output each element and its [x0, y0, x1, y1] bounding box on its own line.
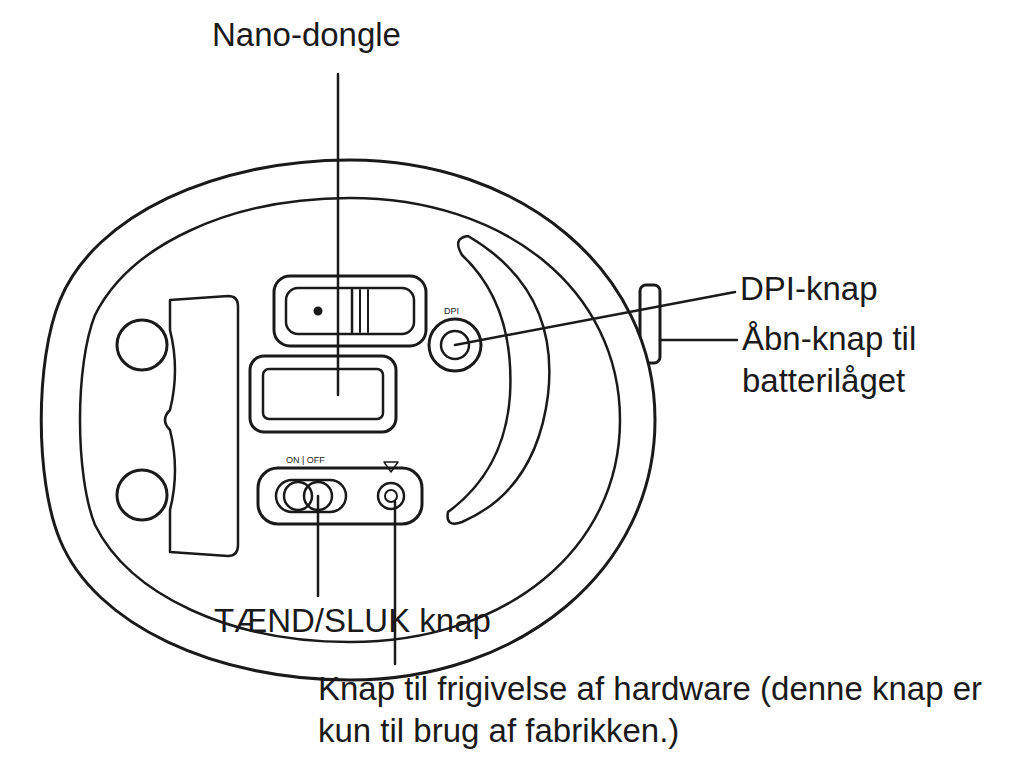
slot-ridge: [359, 290, 361, 332]
slot-ridge: [367, 290, 369, 332]
release-button: [378, 483, 404, 509]
leader-line: [337, 74, 340, 395]
dongle-bay: [250, 356, 396, 432]
release-icon: [384, 462, 398, 472]
thumb-band: [448, 236, 550, 524]
part-label: Knap til frigivelse af hardware (denne k…: [318, 668, 998, 752]
leader-line: [455, 292, 735, 345]
part-label: Åbn-knap til batterilåget: [742, 318, 997, 402]
power-switch-track: [276, 480, 346, 512]
switch-panel: [258, 468, 422, 524]
printed-mark: ON | OFF: [286, 455, 325, 465]
leader-line: [660, 339, 737, 342]
part-label: DPI-knap: [740, 268, 990, 310]
mouse-rim: [80, 198, 620, 642]
release-button-cap: [385, 490, 397, 502]
nano-dongle: [263, 369, 383, 419]
storage-slot-inner: [286, 288, 414, 334]
mouse-body: [41, 160, 655, 680]
mouse-foot: [117, 320, 167, 370]
printed-mark: DPI: [444, 306, 459, 316]
part-label: TÆND/SLUK knap: [214, 600, 514, 642]
glide-pad: [165, 296, 238, 556]
leader-line: [317, 496, 320, 596]
slot-ridge: [351, 290, 354, 332]
slot-dot: [315, 308, 321, 314]
storage-slot: [274, 276, 426, 346]
leader-line: [394, 502, 397, 664]
part-label: Nano-dongle: [212, 14, 472, 56]
mouse-foot: [117, 470, 167, 520]
